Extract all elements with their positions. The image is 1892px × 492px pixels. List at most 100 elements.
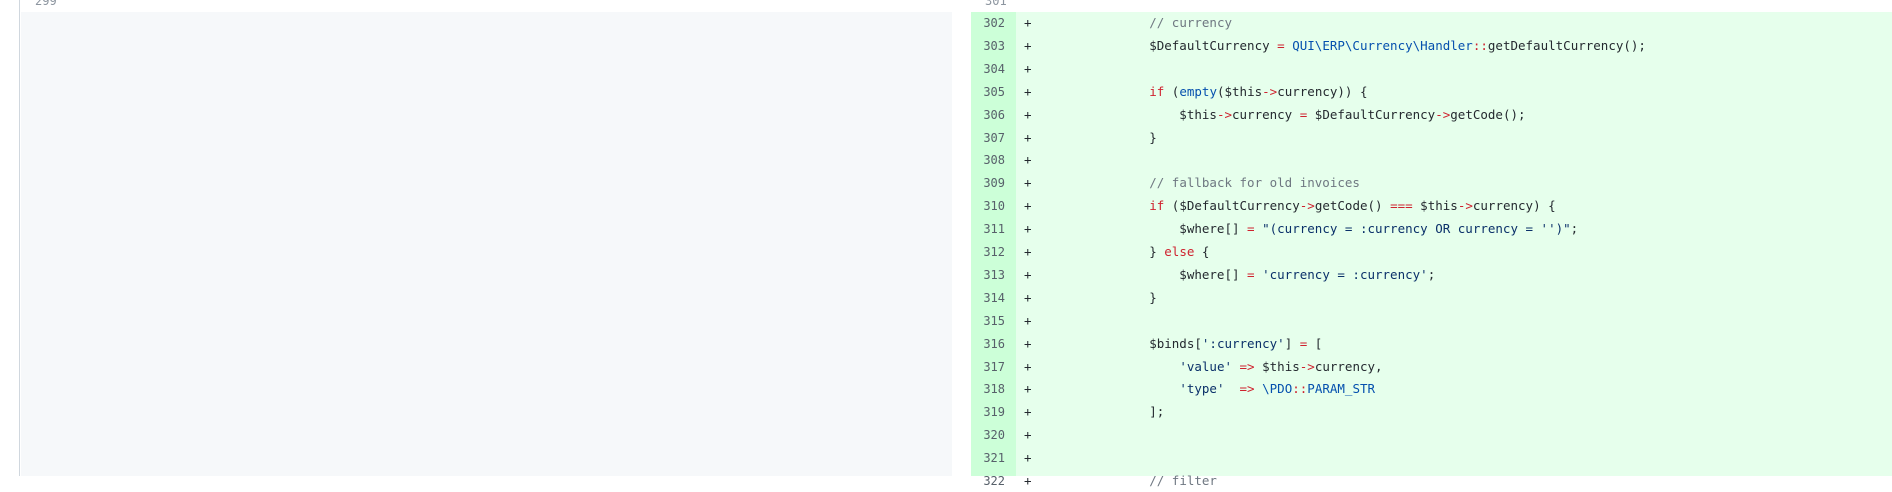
line-number[interactable]: 316 [983,336,1005,351]
code-token: currency)) { [1277,83,1368,99]
line-number[interactable]: 317 [983,359,1005,374]
line-number[interactable]: 305 [983,84,1005,99]
code-token: \PDO [1262,381,1293,397]
code-token: ; [1570,221,1579,237]
code-token: [ [1307,335,1323,351]
diff-line: 317 + 'value' => $this->currency, [971,356,1892,378]
code-token: ($DefaultCurrency [1164,198,1300,214]
code-text: if (empty($this->currency)) { [1089,81,1368,103]
code-token: -> [1262,83,1278,99]
diff-line: 316+ $binds[':currency'] = [ [971,333,1892,355]
line-number[interactable]: 319 [983,405,1005,420]
line-number[interactable]: 320 [983,428,1005,443]
code-text: } [1089,127,1157,149]
code-text: } [1089,287,1157,309]
line-number[interactable]: 321 [983,451,1005,466]
code-token: $where[] [1089,266,1248,282]
code-token: // currency [1149,15,1233,30]
code-text: // currency [1089,12,1232,34]
line-number[interactable]: 312 [983,245,1005,259]
line-number[interactable]: 306 [983,107,1005,122]
code-token [1089,359,1179,374]
diff-line: 313+ $where[] = 'currency = :currency'; [971,264,1892,286]
diff-line: 312+ } else { [971,241,1892,263]
code-text: // fallback for old invoices [1089,172,1360,194]
line-number[interactable]: 307 [983,130,1005,145]
code-token [1255,267,1263,282]
code-token: -> [1299,358,1315,374]
added-marker: + [1024,335,1032,351]
line-number[interactable]: 310 [983,199,1005,214]
diff-line: 308+ [971,149,1892,171]
code-token: } [1089,244,1165,259]
added-marker: + [1024,358,1032,374]
diff-line: 306+ $this->currency = $DefaultCurrency-… [971,104,1892,126]
diff-left-pane: 299 [21,0,952,476]
line-number[interactable]: 313 [983,267,1005,282]
added-marker: + [1024,381,1032,397]
diff-line: 305 + if (empty($this->currency)) { [971,81,1892,103]
added-marker: + [1024,15,1032,30]
added-marker: + [1024,83,1032,99]
diff-line: 304+ [971,58,1892,80]
line-number[interactable]: 301 [985,0,1007,8]
code-token: PARAM_STR [1307,381,1376,397]
line-number[interactable]: 309 [983,176,1005,191]
code-token [1232,359,1240,374]
code-token: === [1390,198,1413,214]
code-text: // filter [1089,470,1217,492]
code-token: :: [1292,381,1308,397]
code-token: = [1277,37,1285,53]
line-number[interactable]: 311 [983,222,1005,237]
code-token: :: [1472,37,1488,53]
code-token [1224,381,1239,396]
added-marker: + [1024,129,1032,145]
code-token: ( [1164,83,1180,99]
code-token: // fallback for old invoices [1149,175,1360,191]
code-token: = [1299,335,1308,351]
line-number[interactable]: 302 [983,16,1005,30]
code-token: -> [1435,106,1451,122]
diff-line: 311+ $where[] = "(currency = :currency O… [971,218,1892,240]
code-token: currency [1232,106,1300,122]
diff-line: 309+ // fallback for old invoices [971,172,1892,194]
line-number[interactable]: 299 [35,0,57,8]
code-token: if [1149,83,1165,99]
line-number[interactable]: 304 [983,61,1005,76]
line-number[interactable]: 315 [983,313,1005,328]
line-number[interactable]: 308 [983,153,1005,168]
code-token: $DefaultCurrency [1307,106,1436,122]
line-number[interactable]: 303 [983,38,1005,53]
diff-line: 318+ 'type' => \PDO::PARAM_STR [971,378,1892,400]
line-number[interactable]: 318 [983,382,1005,397]
code-token [1089,84,1149,99]
added-marker: + [1024,244,1032,259]
right-top-row: 301 [971,0,1892,12]
code-token: -> [1299,198,1315,214]
added-marker: + [1024,312,1032,328]
diff-line: 322+ // filter [971,470,1892,492]
line-number[interactable]: 314 [983,290,1005,305]
diff-line: 314 + } [971,287,1892,309]
code-token: } [1089,129,1157,145]
diff-view: 299 301 302 + // currency 303 + $DefaultCur… [19,0,1892,488]
code-text: 'value' => $this->currency, [1089,356,1383,378]
diff-line: 315 + [971,310,1892,332]
code-token: ($this [1216,83,1263,99]
added-marker: + [1024,289,1032,305]
line-number[interactable]: 322 [983,474,1005,488]
diff-line: 320+ [971,424,1892,446]
diff-line: 302 + // currency [971,12,1892,34]
code-token: currency) { [1472,198,1556,214]
diff-line: 321+ [971,447,1892,469]
code-token: ':currency' [1201,335,1285,351]
code-text: if ($DefaultCurrency->getCode() === $thi… [1089,195,1556,217]
code-token: "(currency = :currency OR currency = '')… [1262,221,1571,237]
diff-line: 319+ ]; [971,401,1892,423]
code-token: currency, [1314,358,1383,374]
diff-line: 310+ if ($DefaultCurrency->getCode() ===… [971,195,1892,217]
code-text: $this->currency = $DefaultCurrency->getC… [1089,104,1525,126]
diff-right-pane: 301 302 + // currency 303 + $DefaultCurrenc… [971,0,1892,488]
code-text: $where[] = 'currency = :currency'; [1089,264,1435,286]
code-token [1089,175,1149,190]
